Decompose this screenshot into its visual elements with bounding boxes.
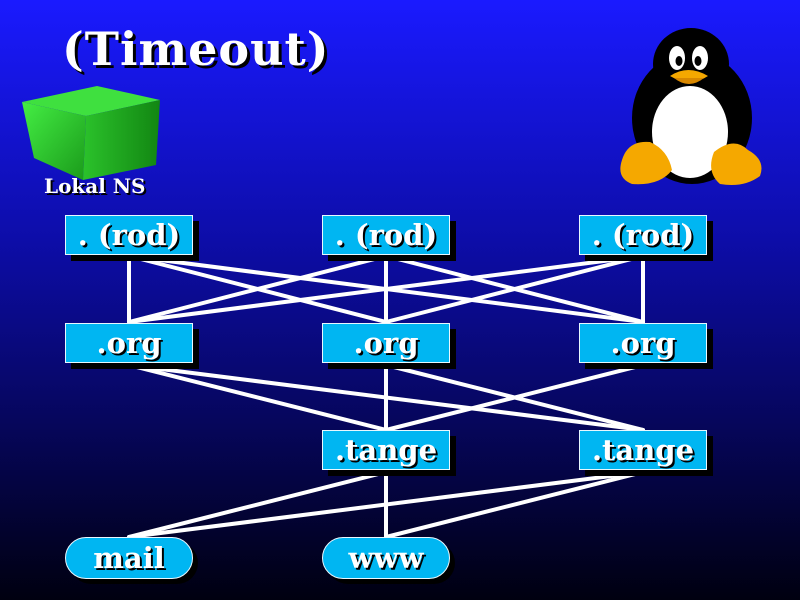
tange-node-2: .tange <box>579 430 707 470</box>
www-host-node: www <box>322 537 450 579</box>
root-node-1: . (rod) <box>65 215 193 255</box>
edge-tange2-www <box>384 470 645 539</box>
slide-title: (Timeout) <box>62 22 330 76</box>
tange-node-1: .tange <box>322 430 450 470</box>
edge-tange1-mail <box>127 470 388 539</box>
edge-org3-tange1 <box>384 363 645 432</box>
edge-root3-org1 <box>127 254 645 324</box>
root-node-3: . (rod) <box>579 215 707 255</box>
edge-tange2-mail <box>127 470 645 539</box>
edge-root3-org2 <box>384 254 645 324</box>
org-node-2: .org <box>322 323 450 363</box>
edge-org1-tange1 <box>127 363 388 432</box>
org-node-3: .org <box>579 323 707 363</box>
local-ns-label: Lokal NS <box>44 174 146 198</box>
org-node-1: .org <box>65 323 193 363</box>
mail-host-node: mail <box>65 537 193 579</box>
root-node-2: . (rod) <box>322 215 450 255</box>
edge-root2-org1 <box>127 254 388 324</box>
